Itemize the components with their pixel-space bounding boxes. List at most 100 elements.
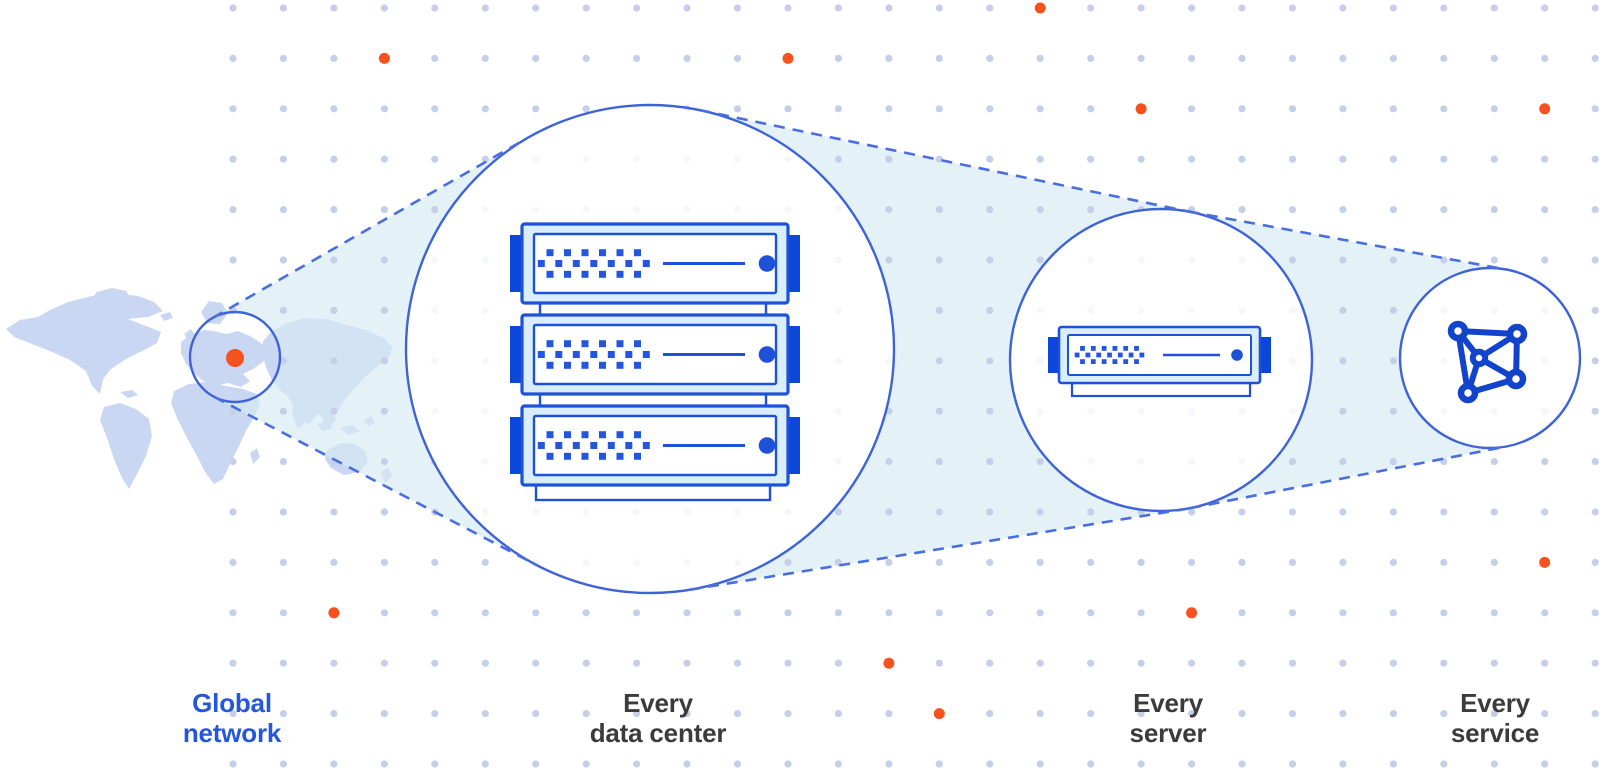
grid-dot	[1288, 4, 1297, 12]
grid-dot	[431, 760, 439, 768]
dashed-connector-line	[213, 395, 538, 567]
grid-dot	[431, 4, 439, 12]
matrix-dot	[616, 270, 624, 278]
grid-dot	[1490, 458, 1498, 466]
grid-dot	[481, 105, 489, 113]
grid-dot	[279, 710, 287, 718]
grid-dot	[330, 558, 338, 567]
grid-dot	[1238, 710, 1246, 718]
rack-connector	[538, 301, 768, 317]
grid-dot	[1440, 558, 1448, 567]
matrix-dot	[634, 340, 641, 348]
grid-dot	[834, 760, 843, 768]
matrix-dot	[1085, 352, 1091, 358]
grid-dot	[1188, 4, 1196, 12]
grid-dot	[279, 206, 287, 214]
grid-dot	[431, 155, 439, 163]
matrix-dot	[546, 249, 554, 257]
grid-dot	[1389, 609, 1397, 617]
grid-dot	[229, 710, 237, 718]
server-side-tab	[788, 235, 800, 292]
matrix-dot	[564, 361, 571, 369]
location-marker	[226, 349, 244, 367]
stage-label-every-server: Every server	[1130, 688, 1207, 748]
grid-dot	[582, 54, 590, 63]
grid-dot	[986, 206, 994, 214]
grid-dot	[582, 659, 590, 667]
grid-dot	[1036, 206, 1044, 214]
grid-dot	[935, 357, 943, 365]
matrix-dot	[1123, 359, 1129, 364]
server-faceplate	[532, 232, 778, 295]
grid-dot	[279, 508, 287, 516]
accent-dot	[1539, 556, 1551, 568]
stage-label-every-service: Every service	[1451, 688, 1539, 748]
dashed-connector-line	[699, 108, 1192, 214]
grid-dot	[431, 558, 439, 567]
grid-dot	[1440, 54, 1448, 63]
grid-dot	[1541, 609, 1549, 617]
grid-dot	[633, 710, 641, 718]
grid-dot	[1591, 760, 1599, 768]
matrix-dot	[1090, 359, 1096, 364]
grid-dot	[1137, 760, 1145, 768]
grid-dot	[1339, 609, 1347, 617]
mesh-node	[1506, 323, 1528, 345]
grid-dot	[1339, 558, 1347, 567]
server-side-tab	[510, 326, 522, 383]
grid-dot	[1591, 458, 1599, 466]
grid-dot	[733, 4, 742, 12]
grid-dot	[1137, 558, 1145, 567]
grid-dot	[633, 659, 641, 667]
grid-dot	[1188, 508, 1196, 516]
server-side-tab	[788, 326, 800, 383]
grid-dot	[1389, 105, 1397, 113]
grid-dot	[1137, 710, 1145, 718]
grid-dot	[1087, 609, 1095, 617]
grid-dot	[834, 4, 843, 12]
grid-dot	[1137, 4, 1145, 12]
grid-dot	[986, 4, 994, 12]
matrix-dot	[1074, 352, 1080, 358]
matrix-dot	[625, 351, 633, 358]
grid-dot	[1339, 105, 1347, 113]
grid-dot	[1087, 206, 1095, 214]
matrix-dot	[564, 452, 571, 460]
grid-dot	[885, 710, 893, 718]
grid-dot	[1389, 357, 1397, 365]
grid-dot	[1188, 558, 1196, 567]
grid-dot	[1591, 357, 1599, 365]
grid-dot	[1490, 256, 1498, 264]
rack-connector	[538, 392, 768, 408]
mesh-node	[1505, 368, 1527, 390]
grid-dot	[1490, 206, 1498, 214]
grid-dot	[1490, 558, 1498, 567]
grid-dot	[1541, 4, 1549, 12]
grid-dot	[1490, 105, 1498, 113]
grid-dot	[380, 306, 388, 314]
grid-dot	[229, 105, 237, 113]
grid-dot	[582, 4, 590, 12]
matrix-dot	[581, 452, 589, 460]
grid-dot	[834, 659, 843, 667]
grid-dot	[1288, 458, 1297, 466]
matrix-dot	[1117, 352, 1123, 358]
grid-dot	[330, 760, 338, 768]
grid-dot	[1087, 659, 1095, 667]
grid-dot	[1389, 54, 1397, 63]
matrix-dot	[1134, 346, 1139, 351]
grid-dot	[1339, 458, 1347, 466]
stage-label-line2: network	[182, 718, 282, 748]
grid-dot	[279, 4, 287, 12]
grid-dot	[532, 710, 540, 718]
grid-dot	[1339, 357, 1347, 365]
grid-dot	[885, 609, 893, 617]
grid-dot	[1440, 155, 1448, 163]
grid-dot	[1188, 54, 1196, 63]
grid-dot	[1541, 54, 1549, 63]
grid-dot	[380, 760, 388, 768]
grid-dot	[1288, 105, 1297, 113]
server-icon	[1048, 325, 1271, 398]
grid-dot	[229, 458, 237, 466]
